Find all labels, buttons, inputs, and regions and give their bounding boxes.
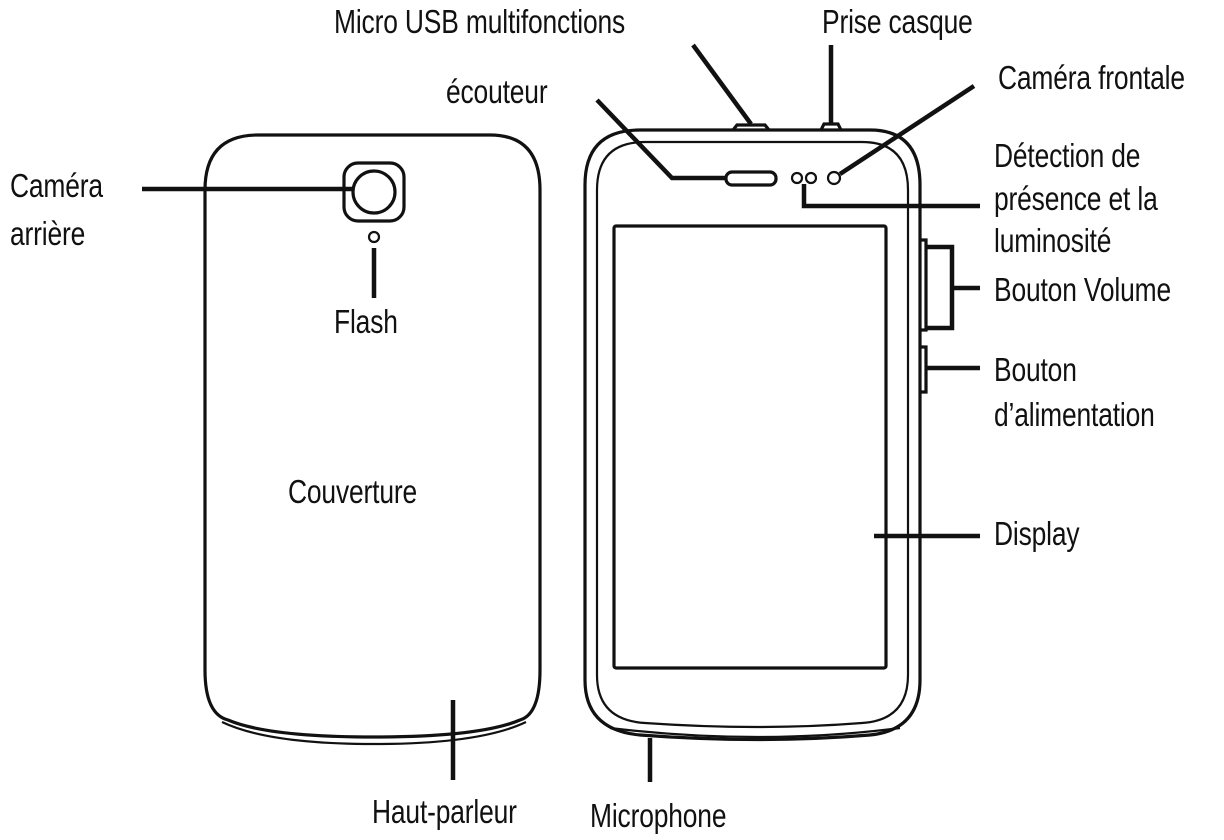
sensor-dot-2 [804, 171, 818, 185]
phone-front [583, 122, 928, 742]
label-micro-usb: Micro USB multifonctions [334, 3, 626, 40]
volume-rocker [920, 238, 928, 332]
leader-lines [142, 43, 980, 782]
phone-back [203, 133, 542, 746]
label-sensor-2: présence et la [994, 180, 1158, 217]
leader-front-camera [838, 84, 976, 176]
leader-micro-usb [691, 43, 753, 126]
bottom-edge-port [609, 726, 901, 739]
leader-sensor [801, 184, 980, 209]
front-camera-lens [826, 170, 842, 186]
label-power-2: d’alimentation [994, 396, 1155, 433]
leader-earpiece [595, 98, 726, 181]
label-flash: Flash [334, 303, 398, 340]
label-sensor-1: Détection de [994, 137, 1141, 174]
phone-front-outline [583, 128, 922, 742]
label-volume-button: Bouton Volume [994, 271, 1171, 308]
label-rear-camera-1: Caméra [10, 167, 103, 204]
label-front-camera: Caméra frontale [998, 59, 1185, 96]
label-power-1: Bouton [994, 351, 1077, 388]
label-cover: Couverture [288, 473, 417, 510]
rear-camera-housing [342, 161, 406, 223]
label-loudspeaker: Haut-parleur [372, 793, 517, 830]
phone-back-outline [203, 133, 542, 739]
rear-camera-lens [351, 169, 397, 215]
label-headphone-jack: Prise casque [822, 3, 973, 40]
label-earpiece: écouteur [446, 73, 548, 110]
label-rear-camera-2: arrière [10, 215, 86, 252]
flash-light [367, 230, 381, 244]
display-screen [612, 224, 888, 670]
phone-front-inner [595, 140, 910, 729]
label-sensor-3: luminosité [994, 222, 1112, 259]
leader-volume [926, 244, 955, 331]
sensor-dot-1 [790, 171, 804, 185]
label-microphone: Microphone [590, 797, 727, 834]
phone-back-edge [221, 721, 527, 746]
label-display: Display [994, 515, 1080, 552]
micro-usb-port [731, 123, 771, 131]
earpiece-grille [724, 170, 778, 187]
